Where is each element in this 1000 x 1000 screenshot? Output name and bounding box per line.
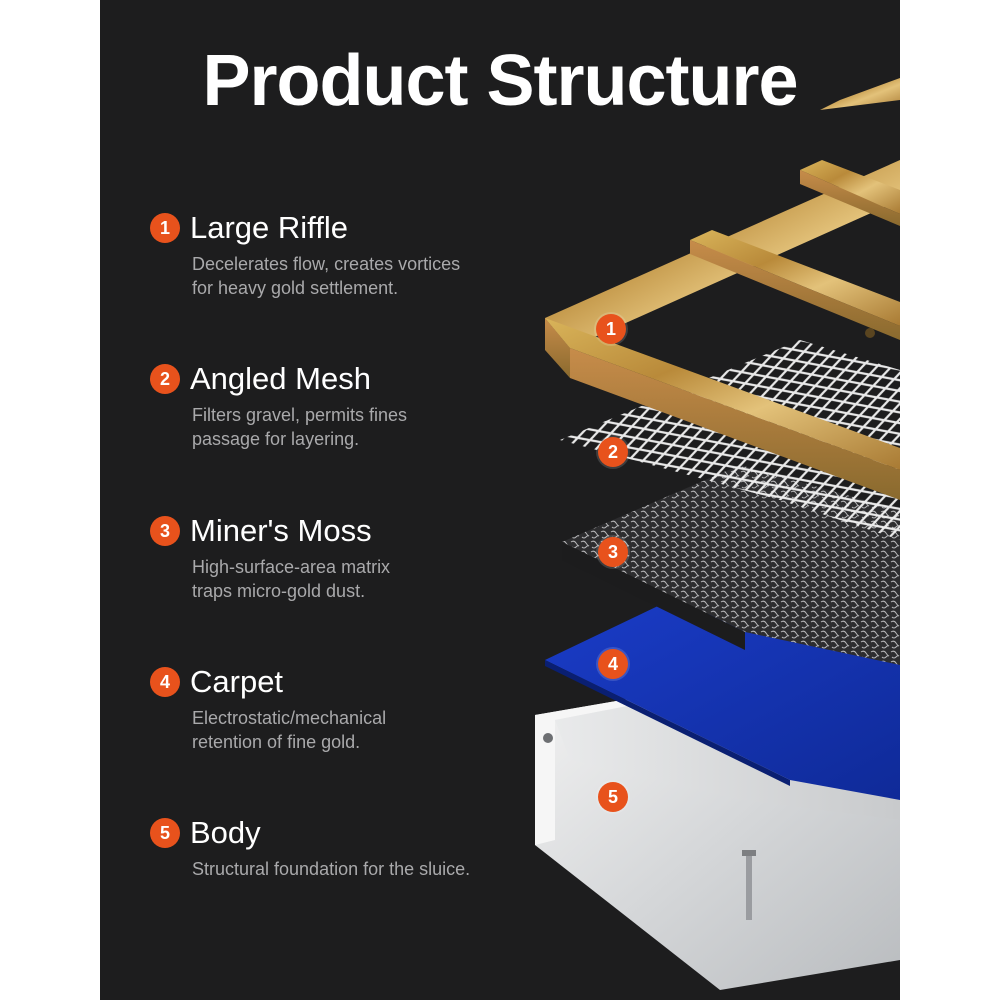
- feature-miners-moss: 3 Miner's Moss High-surface-area matrix …: [150, 511, 570, 603]
- feature-title: Body: [190, 815, 261, 850]
- feature-title: Angled Mesh: [190, 361, 371, 396]
- feature-title: Large Riffle: [190, 210, 348, 245]
- diagram-label-2: 2: [598, 437, 628, 467]
- feature-body: 5 Body Structural foundation for the slu…: [150, 813, 570, 881]
- description-line: Decelerates flow, creates vortices: [192, 254, 461, 274]
- angled-mesh-layer: [560, 340, 900, 540]
- description-line: for heavy gold settlement.: [192, 278, 399, 298]
- page-title: Product Structure: [202, 41, 798, 121]
- feature-description: Structural foundation for the sluice.: [192, 857, 570, 881]
- feature-head: 2 Angled Mesh: [150, 359, 570, 399]
- feature-head: 3 Miner's Moss: [150, 511, 570, 551]
- diagram-label-3: 3: [598, 537, 628, 567]
- feature-head: 5 Body: [150, 813, 570, 853]
- feature-angled-mesh: 2 Angled Mesh Filters gravel, permits fi…: [150, 359, 570, 451]
- feature-title: Carpet: [190, 664, 284, 699]
- feature-large-riffle: 1 Large Riffle Decelerates flow, creates…: [150, 208, 570, 300]
- feature-title: Miner's Moss: [190, 513, 372, 548]
- number-badge: 2: [150, 364, 180, 394]
- description-line: Filters gravel, permits fines: [192, 405, 408, 425]
- product-panel: Product Structure 1 Large Riffle Deceler…: [100, 0, 900, 1000]
- diagram-label-1: 1: [596, 314, 626, 344]
- description-line: traps micro-gold dust.: [192, 581, 366, 601]
- description-line: passage for layering.: [192, 429, 360, 449]
- feature-description: Filters gravel, permits fines passage fo…: [192, 403, 570, 451]
- feature-description: Electrostatic/mechanical retention of fi…: [192, 706, 570, 754]
- description-line: Electrostatic/mechanical: [192, 708, 387, 728]
- feature-carpet: 4 Carpet Electrostatic/mechanical retent…: [150, 662, 570, 754]
- feature-head: 4 Carpet: [150, 662, 570, 702]
- diagram-label-4: 4: [598, 649, 628, 679]
- miners-moss-layer: [562, 465, 900, 665]
- carpet-layer: [545, 605, 900, 800]
- feature-description: High-surface-area matrix traps micro-gol…: [192, 555, 570, 603]
- description-line: High-surface-area matrix: [192, 557, 391, 577]
- feature-head: 1 Large Riffle: [150, 208, 570, 248]
- number-badge: 3: [150, 516, 180, 546]
- description-line: Structural foundation for the sluice.: [192, 859, 471, 879]
- number-badge: 4: [150, 667, 180, 697]
- exploded-structure-illustration: [535, 78, 900, 990]
- feature-description: Decelerates flow, creates vortices for h…: [192, 252, 570, 300]
- number-badge: 1: [150, 213, 180, 243]
- large-riffle-layer: [545, 78, 900, 500]
- number-badge: 5: [150, 818, 180, 848]
- diagram-label-5: 5: [598, 782, 628, 812]
- description-line: retention of fine gold.: [192, 732, 361, 752]
